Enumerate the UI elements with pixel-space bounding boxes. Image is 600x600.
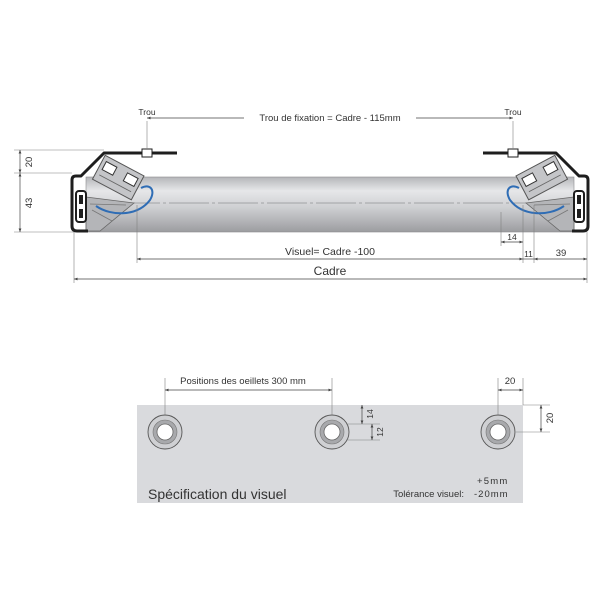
bolt-block xyxy=(91,154,145,201)
frame-end-left xyxy=(70,148,177,233)
tolerance-minus: -20mm xyxy=(474,489,509,500)
hole-right-label: Trou xyxy=(504,107,521,117)
tension-spring xyxy=(95,185,154,215)
bracket-strut xyxy=(89,203,127,206)
bolt-block xyxy=(515,154,569,201)
height-upper-label: 20 xyxy=(24,157,35,168)
bolt-head xyxy=(521,172,538,188)
dim14-label: 14 xyxy=(507,232,517,242)
visual-specification-drawing: Positions des oeillets 300 mm 20 20 14 1… xyxy=(137,376,556,503)
bracket-strut xyxy=(91,209,113,222)
bolt-shaft xyxy=(99,174,132,193)
fixing-hole-dimension: Trou Trou Trou de fixation = Cadre - 115… xyxy=(138,107,522,149)
grommet xyxy=(314,414,350,450)
tolerance-plus: +5mm xyxy=(477,476,508,487)
tolerance-label: Tolérance visuel: xyxy=(393,489,464,500)
grommet xyxy=(480,414,516,450)
bolt-head xyxy=(122,172,139,188)
bolt-head xyxy=(101,160,118,176)
clamp-edge xyxy=(573,190,585,223)
fixing-hole-marker xyxy=(507,148,519,158)
frame-dimension-label: Cadre xyxy=(314,264,347,278)
height-dimensions: 20 43 xyxy=(14,149,104,233)
hole-left-label: Trou xyxy=(138,107,155,117)
clamp-insert xyxy=(577,209,581,218)
dim39-label: 39 xyxy=(556,248,567,259)
grommet-spacing-label: Positions des oeillets 300 mm xyxy=(180,376,306,387)
fixing-hole-dimension-label: Trou de fixation = Cadre - 115mm xyxy=(259,113,400,124)
visual-dimension-label: Visuel= Cadre -100 xyxy=(285,246,375,258)
fixing-hole-marker xyxy=(141,148,153,158)
edge-offset-horizontal-label: 20 xyxy=(505,376,516,387)
clamp-insert xyxy=(79,209,83,218)
profile-outline xyxy=(70,151,177,233)
edge-offset-vertical-label: 20 xyxy=(545,413,556,424)
tension-spring xyxy=(506,185,565,215)
profile-outline xyxy=(483,151,590,233)
width-dimensions: 14 Visuel= Cadre -100 11 39 Cadre xyxy=(73,205,588,283)
clamp-insert xyxy=(577,195,581,204)
bracket-strut xyxy=(533,203,571,206)
bolt-head xyxy=(542,160,559,176)
height-total-label: 43 xyxy=(24,198,35,209)
frame-end-right xyxy=(483,148,590,233)
visual-spec-title: Spécification du visuel xyxy=(148,486,287,502)
grommet-offset-label: 14 xyxy=(365,409,375,419)
frame-tube xyxy=(85,176,575,233)
bracket-strut xyxy=(547,209,569,222)
profile-section-drawing: Trou Trou Trou de fixation = Cadre - 115… xyxy=(14,107,590,283)
clamp-insert xyxy=(79,195,83,204)
dim11-label: 11 xyxy=(524,249,533,259)
grommet-hole-label: 12 xyxy=(375,427,385,437)
clamp-edge xyxy=(75,190,87,223)
grommet xyxy=(147,414,183,450)
bolt-shaft xyxy=(528,174,561,193)
